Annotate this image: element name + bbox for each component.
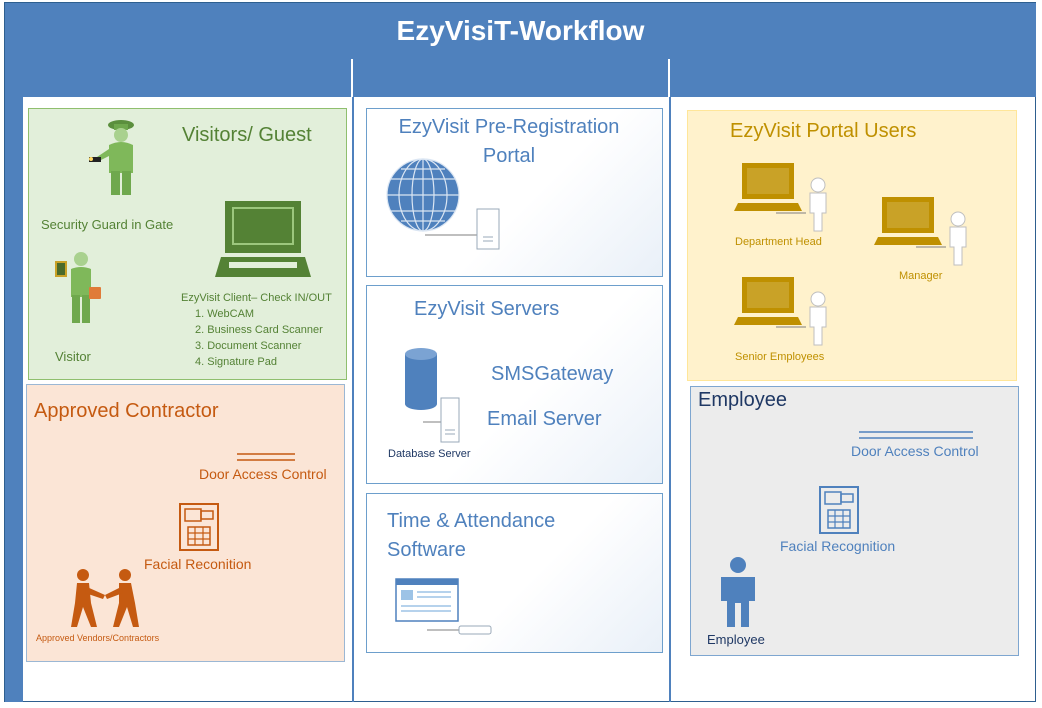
email-server-label: Email Server xyxy=(487,408,602,430)
employee-facial-device-icon xyxy=(819,486,859,534)
column-divider-1 xyxy=(352,97,354,702)
contractor-door-access-icon xyxy=(237,453,295,461)
attendance-heading-line2: Software xyxy=(387,539,466,561)
client-item-card-scanner: 2. Business Card Scanner xyxy=(195,324,323,336)
contractor-door-access-label: Door Access Control xyxy=(199,466,327,482)
vendors-handshake-icon xyxy=(71,569,139,627)
security-guard-icon xyxy=(89,120,134,195)
security-guard-label: Security Guard in Gate xyxy=(41,217,174,232)
portal-users-heading: EzyVisit Portal Users xyxy=(730,120,917,142)
preregistration-box: EzyVisit Pre-Registration Portal xyxy=(366,108,663,277)
vendors-label: Approved Vendors/Contractors xyxy=(36,633,160,643)
database-server-icon xyxy=(405,348,460,443)
department-head-label: Department Head xyxy=(735,236,822,248)
diagram-frame xyxy=(4,2,1036,702)
left-lane-strip xyxy=(5,59,23,702)
contractor-box: Approved Contractor Door Access Control … xyxy=(26,384,345,662)
visitor-label: Visitor xyxy=(55,349,91,364)
client-item-document-scanner: 3. Document Scanner xyxy=(195,340,302,352)
database-server-label: Database Server xyxy=(388,448,471,460)
client-laptop-icon xyxy=(215,201,311,277)
web-globe-icon xyxy=(386,158,500,250)
employee-heading: Employee xyxy=(698,389,787,411)
attendance-heading-line1: Time & Attendance xyxy=(387,510,556,532)
preregistration-heading-line2: Portal xyxy=(482,145,536,167)
visitors-box: Visitors/ Guest Security Guard in Gate V… xyxy=(28,108,347,380)
employee-facial-label: Facial Recognition xyxy=(780,538,896,554)
title-bar: EzyVisiT-Workflow xyxy=(5,3,1036,59)
column-header-3 xyxy=(670,59,1036,97)
contractor-facial-label: Facial Reconition xyxy=(144,556,252,572)
attendance-software-icon xyxy=(395,578,492,635)
employee-door-access-label: Door Access Control xyxy=(851,443,979,459)
employee-door-access-icon xyxy=(859,431,973,439)
visitors-heading: Visitors/ Guest xyxy=(182,124,312,146)
servers-box: EzyVisit Servers SMSGateway Email Server… xyxy=(366,285,663,484)
visitor-icon xyxy=(55,252,101,323)
column-header-2 xyxy=(353,59,670,97)
manager-label: Manager xyxy=(899,270,943,282)
employee-box: Employee Door Access Control Facial Reco… xyxy=(690,386,1019,656)
column-divider-2 xyxy=(669,97,671,702)
page-title: EzyVisiT-Workflow xyxy=(396,15,645,46)
contractor-facial-device-icon xyxy=(179,503,219,551)
servers-heading: EzyVisit Servers xyxy=(414,298,560,320)
senior-employees-icon xyxy=(734,277,827,346)
employee-label: Employee xyxy=(707,632,765,647)
department-head-icon xyxy=(734,163,827,232)
client-item-signature-pad: 4. Signature Pad xyxy=(195,356,277,368)
column-header-1 xyxy=(23,59,353,97)
attendance-box: Time & Attendance Software xyxy=(366,493,663,653)
client-item-webcam: 1. WebCAM xyxy=(195,308,255,320)
sms-gateway-label: SMSGateway xyxy=(491,363,614,385)
contractor-heading: Approved Contractor xyxy=(34,400,219,422)
preregistration-heading-line1: EzyVisit Pre-Registration xyxy=(398,116,620,138)
employee-person-icon xyxy=(721,557,755,627)
portal-users-box: EzyVisit Portal Users Department Head Ma… xyxy=(687,110,1017,381)
manager-icon xyxy=(874,197,967,266)
senior-employees-label: Senior Employees xyxy=(735,351,825,363)
client-title: EzyVisit Client– Check IN/OUT xyxy=(181,292,332,304)
